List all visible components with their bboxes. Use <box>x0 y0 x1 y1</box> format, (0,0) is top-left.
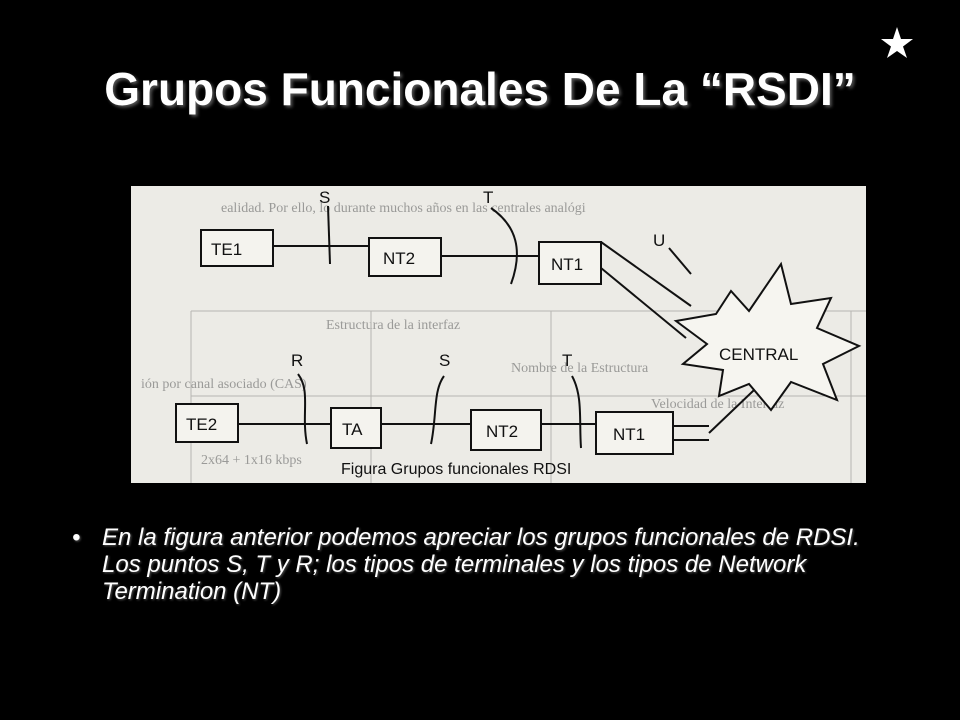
nt2-box <box>368 237 442 277</box>
te2-box <box>175 403 239 443</box>
box-label: TE1 <box>211 240 242 259</box>
ghost-text-line: ión por canal asociado (CAS) <box>141 377 307 392</box>
ghost-text-line: ealidad. Por ello, lo durante muchos año… <box>221 201 586 216</box>
star-icon <box>881 27 913 58</box>
reference-point-label: R <box>291 351 303 370</box>
functional-groups-figure: ealidad. Por ello, lo durante muchos año… <box>131 186 866 483</box>
nt1-box <box>595 411 674 455</box>
central-exchange-burst <box>673 261 862 412</box>
nt1-box <box>538 241 602 285</box>
box-label: TA <box>342 420 363 439</box>
box-label: TE2 <box>186 415 217 434</box>
te1-box <box>200 229 274 267</box>
box-label: NT2 <box>486 422 518 441</box>
ghost-text-line: Velocidad de la Interfaz <box>651 397 784 412</box>
box-label: NT1 <box>551 255 583 274</box>
ghost-text-line: Estructura de la interfaz <box>326 318 460 333</box>
central-label: CENTRAL <box>719 345 798 364</box>
reference-point-label: T <box>483 188 493 207</box>
nt2-box <box>470 409 542 451</box>
box-label: NT2 <box>383 249 415 268</box>
box-label: NT1 <box>613 425 645 444</box>
bullet-marker: • <box>72 524 81 551</box>
reference-point-label: S <box>439 351 450 370</box>
ghost-text-line: 2x64 + 1x16 kbps <box>201 453 302 468</box>
reference-point-label: S <box>319 188 330 207</box>
slide-title: Grupos Funcionales De La “RSDI” <box>104 63 856 115</box>
ghost-text-line: Nombre de la Estructura <box>511 361 649 376</box>
bullet-item: • En la figura anterior podemos apreciar… <box>72 524 862 605</box>
figure-caption: Figura Grupos funcionales RDSI <box>341 461 571 478</box>
bullet-text: En la figura anterior podemos apreciar l… <box>102 524 860 605</box>
reference-point-label: T <box>562 351 572 370</box>
reference-point-label: U <box>653 231 665 250</box>
ta-box <box>330 407 382 449</box>
